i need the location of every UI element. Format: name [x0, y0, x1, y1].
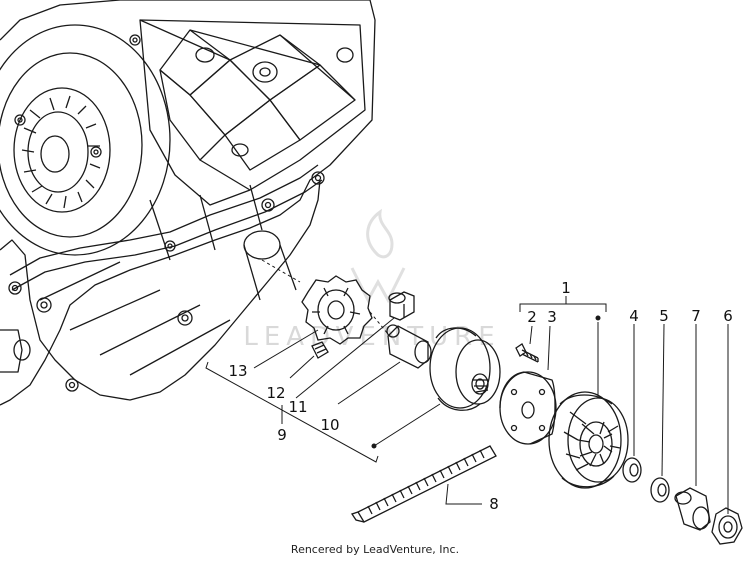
callout-labels: 1 2 3 4 5 6 7 8 9 10 11 12 13 — [228, 279, 732, 513]
callout-6: 6 — [723, 307, 733, 325]
callout-10: 10 — [320, 416, 339, 434]
variator-pulley-part-1 — [548, 391, 629, 489]
washer-part-4 — [622, 457, 642, 483]
nut-part-6 — [711, 507, 743, 545]
drive-plate-part-13 — [301, 275, 373, 345]
callout-11: 11 — [288, 398, 307, 416]
callout-9: 9 — [277, 426, 287, 444]
callout-8: 8 — [489, 495, 499, 513]
callout-2: 2 — [527, 308, 537, 326]
leader-lines — [205, 259, 729, 514]
callout-3: 3 — [547, 308, 557, 326]
callout-13: 13 — [228, 362, 247, 380]
spacer-sleeve-part-10 — [386, 324, 432, 369]
flame-logo-icon — [350, 208, 406, 304]
render-credit: Rencered by LeadVenture, Inc. — [291, 543, 459, 556]
crankcase-housing — [0, 0, 376, 406]
washer-part-5 — [650, 477, 670, 503]
callout-4: 4 — [629, 307, 639, 325]
roller-part-12 — [311, 341, 329, 359]
spacer-part-7 — [674, 487, 711, 531]
callout-12: 12 — [266, 384, 285, 402]
bolt-hole-group — [8, 34, 325, 392]
screw-part-2 — [515, 343, 539, 363]
watermark: LEADVENTURE — [243, 208, 500, 352]
watermark-text: LEADVENTURE — [243, 322, 500, 352]
callout-5: 5 — [659, 307, 669, 325]
fixed-pulley-part-9 — [429, 327, 501, 411]
callout-1: 1 — [561, 279, 571, 297]
bushing-part-11 — [388, 291, 415, 321]
drive-belt-part-8 — [350, 445, 497, 523]
callout-7: 7 — [691, 307, 701, 325]
ramp-plate-part-3 — [499, 371, 557, 445]
